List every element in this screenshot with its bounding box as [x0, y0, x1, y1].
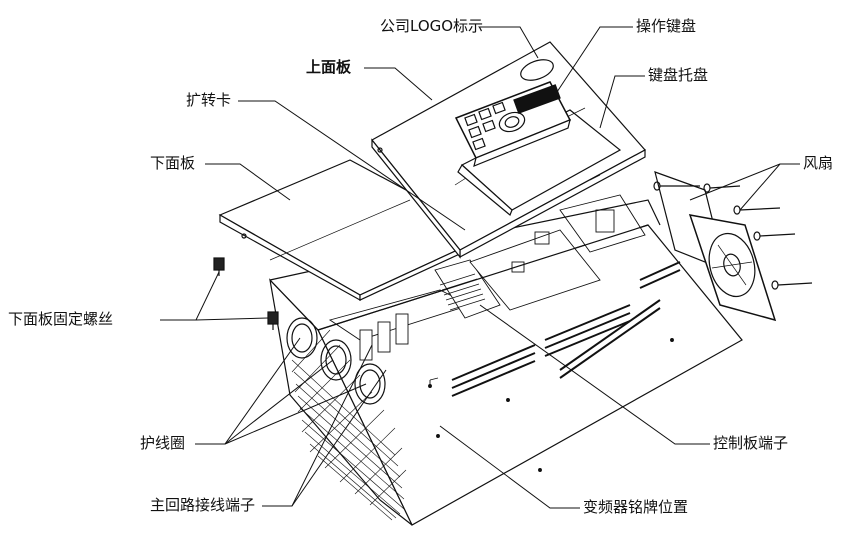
label-bottom-panel: 下面板 — [150, 154, 196, 172]
grommet-holes — [286, 317, 386, 405]
label-nameplate: 变频器铭牌位置 — [583, 498, 689, 516]
label-control-terminals: 控制板端子 — [713, 434, 789, 452]
front-vent-mesh — [291, 329, 407, 521]
label-bottom-panel-screws: 下面板固定螺丝 — [8, 310, 114, 328]
label-top-panel: 上面板 — [306, 58, 352, 76]
label-logo: 公司LOGO标示 — [380, 17, 484, 35]
bottom-panel-screws — [213, 257, 279, 330]
chassis-body — [269, 194, 743, 526]
leader-lines — [160, 26, 800, 509]
side-vent-slots — [451, 261, 681, 397]
label-main-terminals: 主回路接线端子 — [150, 496, 256, 514]
label-grommet: 护线圈 — [140, 434, 186, 452]
keypad — [454, 81, 572, 167]
label-keypad-tray: 键盘托盘 — [648, 66, 709, 84]
label-keypad: 操作键盘 — [636, 17, 697, 35]
label-fan: 风扇 — [803, 154, 834, 172]
fan-screws — [653, 181, 813, 290]
keypad-buttons — [464, 101, 526, 151]
label-expansion-card: 扩转卡 — [186, 91, 232, 109]
fan-assembly — [653, 171, 813, 322]
